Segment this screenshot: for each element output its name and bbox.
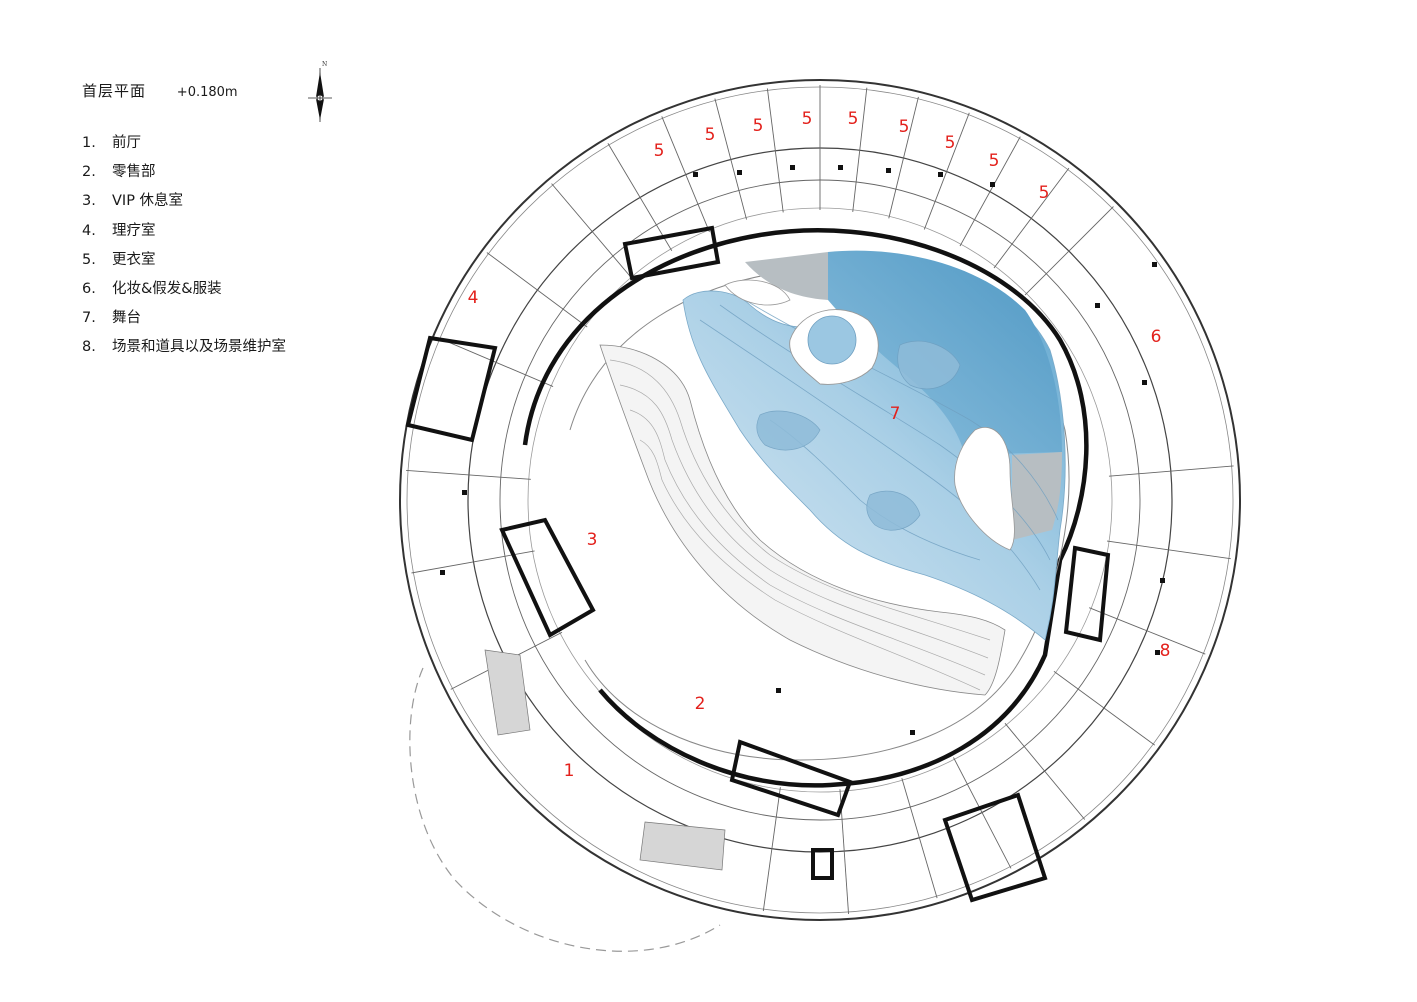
legend-item: 5. 更衣室 <box>82 250 286 279</box>
plan-title: 首层平面 <box>82 82 147 100</box>
room-label-5: 5 <box>753 116 764 136</box>
room-label-5: 5 <box>989 151 1000 171</box>
room-label-5: 5 <box>705 125 716 145</box>
legend-item: 1. 前厅 <box>82 133 286 162</box>
legend-item: 6. 化妆&假发&服装 <box>82 279 286 308</box>
room-label-5: 5 <box>654 141 665 161</box>
north-letter: N <box>322 61 327 68</box>
legend-label: 舞台 <box>112 310 141 327</box>
stair-cores <box>405 225 1111 903</box>
legend-label: VIP 休息室 <box>112 193 184 210</box>
legend-label: 更衣室 <box>112 251 156 268</box>
legend-number: 1. <box>82 135 96 151</box>
room-label-8: 8 <box>1160 641 1171 661</box>
legend-item: 4. 理疗室 <box>82 221 286 250</box>
room-label-7: 7 <box>890 404 901 424</box>
stage-islands <box>724 279 1015 551</box>
canopy-outline <box>409 667 721 952</box>
room-label-4: 4 <box>468 288 479 308</box>
legend-item: 8. 场景和道具以及场景维护室 <box>82 337 286 366</box>
room-label-2: 2 <box>695 694 706 714</box>
legend-number: 4. <box>82 222 96 239</box>
room-label-5: 5 <box>802 109 813 129</box>
legend-list: 1. 前厅 2. 零售部 3. VIP 休息室 4. 理疗室 5. 更衣室 6. 化妆&假发… <box>82 133 286 367</box>
legend-number: 7. <box>82 310 96 327</box>
legend-number: 5. <box>82 251 96 268</box>
room-label-6: 6 <box>1151 327 1162 347</box>
seating-outline <box>599 344 1006 696</box>
backstage-grey-right <box>1012 452 1062 540</box>
seating-rows <box>609 359 991 691</box>
inner-corridor <box>569 268 1070 761</box>
room-label-5: 5 <box>945 133 956 153</box>
room-label-5: 5 <box>848 109 859 129</box>
backstage-grey-left <box>745 252 828 300</box>
legend-number: 3. <box>82 193 96 210</box>
legend-number: 8. <box>82 339 96 356</box>
room-label-1: 1 <box>564 761 575 781</box>
room-label-5: 5 <box>1039 183 1050 203</box>
room-label-5: 5 <box>899 117 910 137</box>
legend-number: 6. <box>82 280 96 297</box>
floor-level: +0.180m <box>176 85 238 100</box>
legend-item: 3. VIP 休息室 <box>82 191 286 220</box>
legend-item: 2. 零售部 <box>82 162 286 191</box>
column-markers <box>440 165 1165 735</box>
legend-number: 2. <box>82 164 96 181</box>
legend-label: 前厅 <box>112 135 141 151</box>
core-wall <box>522 228 1089 788</box>
plan-title-block: 首层平面 +0.180m <box>82 80 238 101</box>
legend-label: 化妆&假发&服装 <box>112 280 222 297</box>
legend-label: 理疗室 <box>112 222 156 239</box>
legend-item: 7. 舞台 <box>82 308 286 337</box>
stage-lift <box>789 309 879 385</box>
escalators <box>484 649 726 871</box>
legend-label: 场景和道具以及场景维护室 <box>112 339 286 356</box>
legend-label: 零售部 <box>112 164 156 181</box>
stage-rocks <box>756 340 961 531</box>
room-label-3: 3 <box>587 530 598 550</box>
north-arrow-icon: N <box>308 61 332 122</box>
